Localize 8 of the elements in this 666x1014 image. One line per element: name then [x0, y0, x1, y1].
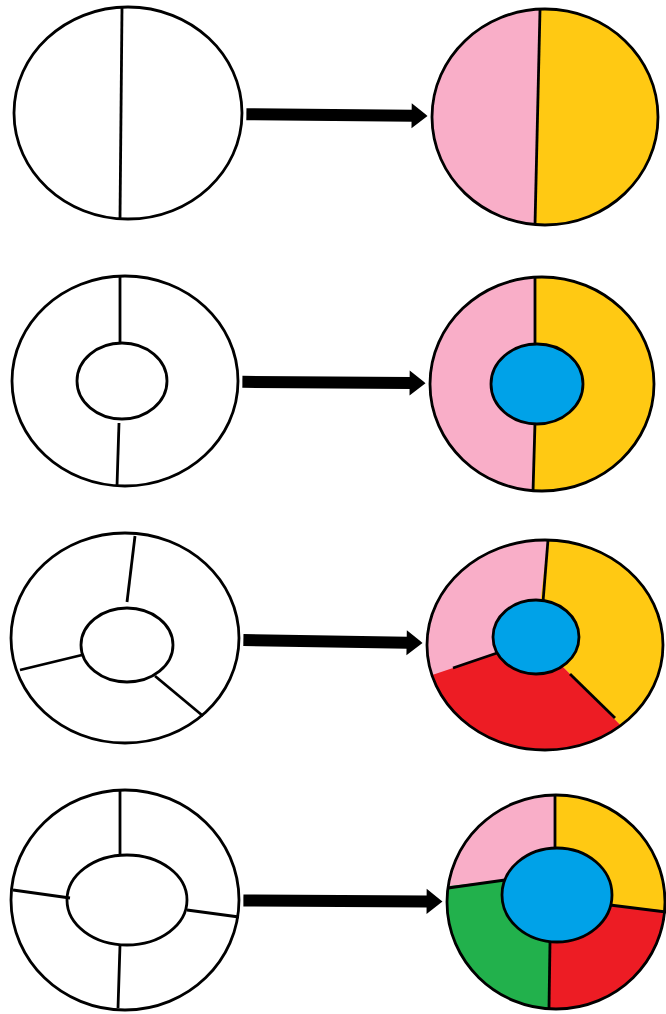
divided-circle: [10, 274, 240, 488]
divided-circle: [428, 275, 656, 493]
divided-circle: [430, 7, 660, 227]
divided-circle: [445, 793, 666, 1011]
divided-circle: [9, 531, 241, 745]
divided-circle: [12, 5, 244, 221]
divided-circle: [9, 788, 241, 1012]
divided-circle: [425, 538, 665, 752]
